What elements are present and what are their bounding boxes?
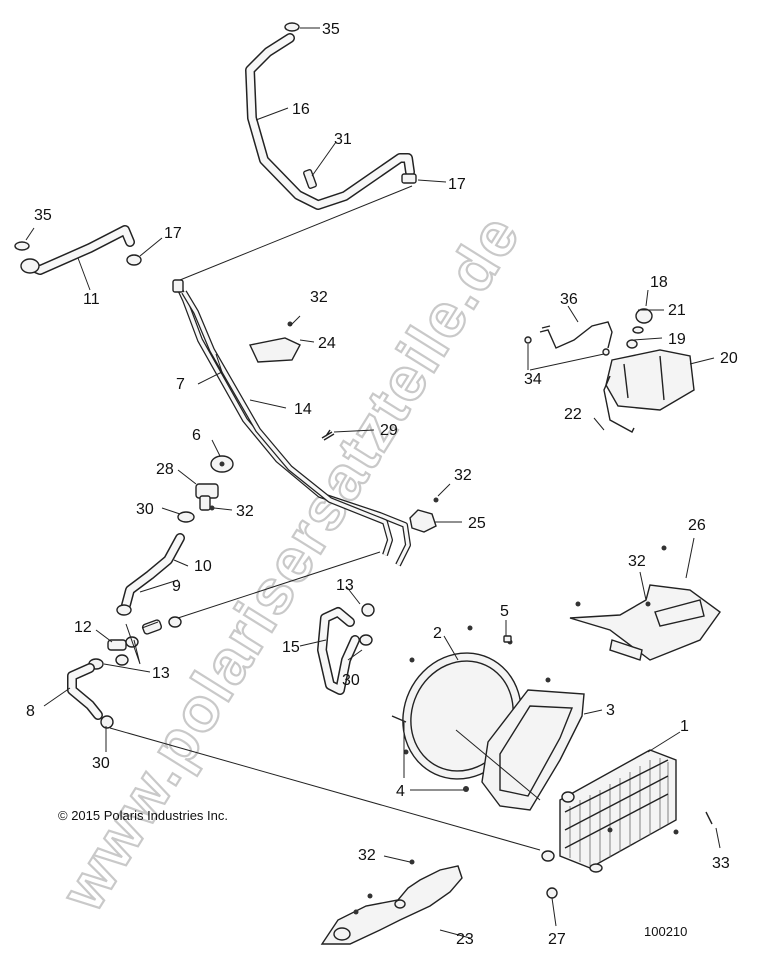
callout-32: 32 — [454, 467, 472, 484]
part-20-reservoir — [605, 349, 695, 411]
callout-9: 9 — [172, 578, 181, 595]
part-11-hose — [14, 225, 135, 275]
callout-27: 27 — [548, 931, 566, 948]
callout-13: 13 — [336, 577, 354, 594]
part-8-hose — [67, 663, 103, 720]
part-24-bracket — [248, 321, 301, 363]
part-21-seal — [632, 326, 644, 334]
callout-25: 25 — [468, 515, 486, 532]
callout-20: 20 — [720, 350, 738, 367]
part-4-bolts — [391, 715, 469, 792]
callout-19: 19 — [668, 331, 686, 348]
figure-number: 100210 — [644, 924, 687, 939]
part-34-clips — [524, 336, 610, 356]
part-6-cap — [210, 455, 234, 473]
callout-31: 31 — [334, 131, 352, 148]
callout-15: 15 — [282, 639, 300, 656]
callout-8: 8 — [26, 703, 35, 720]
part-9-12-13-fittings — [88, 604, 182, 670]
part-27-nut — [546, 887, 558, 899]
part-5-clip — [503, 635, 512, 643]
callout-14: 14 — [294, 401, 312, 418]
callout-18: 18 — [650, 274, 668, 291]
callout-2: 2 — [433, 625, 442, 642]
callout-11: 11 — [83, 291, 100, 308]
callout-29: 29 — [380, 422, 398, 439]
callout-17: 17 — [164, 225, 182, 242]
part-26-bracket — [569, 545, 721, 661]
part-23-bracket — [320, 859, 463, 945]
part-17-clamp-upper — [401, 173, 417, 184]
copyright-text: © 2015 Polaris Industries Inc. — [58, 808, 228, 823]
part-33-bolt — [705, 811, 713, 825]
callout-24: 24 — [318, 335, 336, 352]
callout-30: 30 — [342, 672, 360, 689]
callout-5: 5 — [500, 603, 509, 620]
callout-6: 6 — [192, 427, 201, 444]
callout-4: 4 — [396, 783, 405, 800]
callout-23: 23 — [456, 931, 474, 948]
part-3-fan-frame — [481, 689, 585, 811]
callout-35: 35 — [34, 207, 52, 224]
part-17-clamp-left — [126, 254, 142, 266]
callout-12: 12 — [74, 619, 92, 636]
callout-26: 26 — [688, 517, 706, 534]
callout-32: 32 — [310, 289, 328, 306]
callout-1: 1 — [680, 718, 689, 735]
callout-16: 16 — [292, 101, 310, 118]
part-30-clamp-a — [177, 511, 195, 523]
callout-32: 32 — [236, 503, 254, 520]
part-1-radiator — [541, 749, 679, 873]
part-28-filler-neck — [195, 483, 219, 511]
callout-7: 7 — [176, 376, 185, 393]
part-18-cap — [635, 308, 653, 324]
part-10-hose — [121, 533, 185, 610]
part-25-bracket — [409, 497, 439, 533]
part-7-14-coolant-tubes — [172, 279, 411, 567]
callout-17: 17 — [448, 176, 466, 193]
callout-21: 21 — [668, 302, 686, 319]
part-19-nut — [626, 339, 638, 349]
callout-32: 32 — [628, 553, 646, 570]
part-29-spring — [321, 429, 335, 441]
callout-13: 13 — [152, 665, 170, 682]
part-22-overflow-hose — [603, 375, 635, 433]
callout-33: 33 — [712, 855, 730, 872]
part-16-upper-hose — [245, 22, 415, 210]
leader-lines — [25, 27, 721, 939]
callout-35: 35 — [322, 21, 340, 38]
part-31-fitting — [303, 169, 317, 189]
callout-3: 3 — [606, 702, 615, 719]
callout-32: 32 — [358, 847, 376, 864]
callout-22: 22 — [564, 406, 582, 423]
callout-34: 34 — [524, 371, 542, 388]
callout-36: 36 — [560, 291, 578, 308]
part-30-clamp-c — [100, 715, 114, 729]
callout-30: 30 — [136, 501, 154, 518]
callout-labels: 35 16 31 17 35 17 11 32 24 7 14 29 6 28 … — [26, 21, 738, 948]
callout-10: 10 — [194, 558, 212, 575]
part-15-hose — [317, 603, 375, 695]
part-36-hose — [539, 321, 613, 349]
callout-30: 30 — [92, 755, 110, 772]
callout-28: 28 — [156, 461, 174, 478]
